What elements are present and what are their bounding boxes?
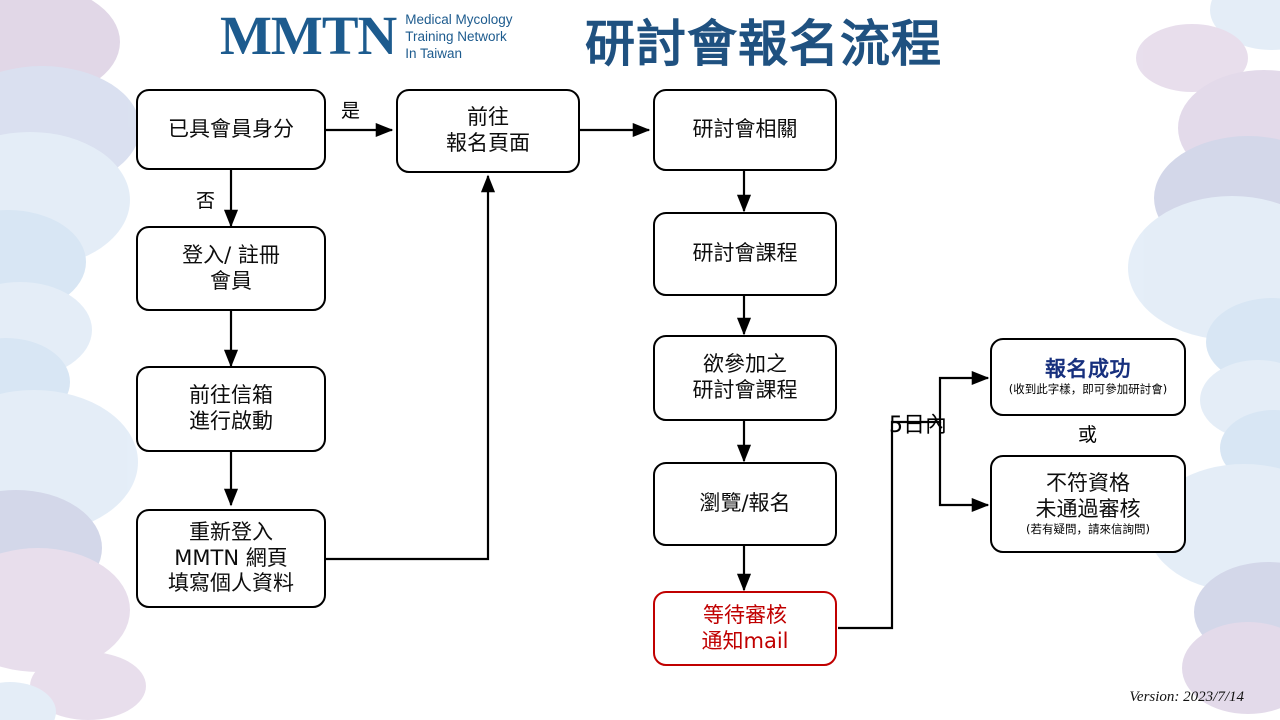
- node-browse-register[interactable]: 瀏覽/報名: [653, 462, 837, 546]
- node-registration-rejected[interactable]: 不符資格 未通過審核 (若有疑問，請來信詢問): [990, 455, 1186, 553]
- node-seminar-course-line1: 研討會課程: [692, 241, 798, 266]
- edge-label-within-5-days: 5日內: [889, 413, 947, 438]
- node-await-review-line1: 等待審核: [703, 602, 787, 627]
- node-await-review[interactable]: 等待審核 通知mail: [653, 591, 837, 666]
- node-mailbox-activate[interactable]: 前往信箱 進行啟動: [136, 366, 326, 452]
- node-member-check[interactable]: 已具會員身分: [136, 89, 326, 170]
- node-desired-course-line1: 欲參加之: [703, 352, 787, 377]
- node-seminar-related[interactable]: 研討會相關: [653, 89, 837, 171]
- edge-label-yes: 是: [341, 100, 361, 122]
- logo-subtitle: Medical Mycology Training Network In Tai…: [405, 9, 512, 63]
- node-registration-rejected-line1: 不符資格: [1046, 470, 1130, 495]
- node-seminar-related-line1: 研討會相關: [692, 117, 798, 142]
- node-go-register-page-line1: 前往: [467, 105, 509, 130]
- node-go-register-page-line2: 報名頁面: [446, 131, 530, 155]
- node-relogin-profile-line2: MMTN 網頁: [174, 545, 288, 570]
- node-desired-course-line2: 研討會課程: [692, 378, 798, 402]
- node-relogin-profile-line1: 重新登入: [189, 520, 273, 545]
- node-relogin-profile-line3: 填寫個人資料: [168, 571, 294, 596]
- node-registration-success-title: 報名成功: [1045, 356, 1131, 381]
- node-mailbox-activate-line2: 進行啟動: [189, 409, 273, 433]
- logo-subtitle-line2: Training Network: [405, 28, 507, 44]
- node-registration-success-note: (收到此字樣，即可參加研討會): [1008, 382, 1168, 397]
- page-title: 研討會報名流程: [585, 15, 942, 73]
- mmtn-logo: MMTN Medical Mycology Training Network I…: [220, 8, 513, 63]
- node-browse-register-line1: 瀏覽/報名: [699, 491, 791, 516]
- node-await-review-line2: 通知mail: [701, 628, 789, 653]
- node-seminar-course[interactable]: 研討會課程: [653, 212, 837, 296]
- node-login-signup-line1: 登入/ 註冊: [182, 242, 280, 267]
- node-registration-success[interactable]: 報名成功 (收到此字樣，即可參加研討會): [990, 338, 1186, 416]
- node-login-signup[interactable]: 登入/ 註冊 會員: [136, 226, 326, 311]
- node-login-signup-line2: 會員: [210, 268, 252, 293]
- node-relogin-profile[interactable]: 重新登入 MMTN 網頁 填寫個人資料: [136, 509, 326, 608]
- node-registration-rejected-note: (若有疑問，請來信詢問): [1026, 522, 1150, 537]
- node-desired-course[interactable]: 欲參加之 研討會課程: [653, 335, 837, 421]
- version-stamp: Version: 2023/7/14: [1129, 689, 1244, 705]
- logo-subtitle-line1: Medical Mycology: [405, 11, 513, 27]
- node-member-check-line1: 已具會員身分: [168, 116, 294, 141]
- logo-wordmark: MMTN: [220, 5, 397, 66]
- edge-label-or: 或: [1078, 424, 1098, 446]
- node-go-register-page[interactable]: 前往 報名頁面: [396, 89, 580, 173]
- logo-subtitle-line3: In Taiwan: [405, 46, 463, 62]
- node-registration-rejected-line2: 未通過審核: [1035, 496, 1141, 521]
- edge-label-no: 否: [196, 190, 216, 212]
- node-mailbox-activate-line1: 前往信箱: [189, 383, 273, 408]
